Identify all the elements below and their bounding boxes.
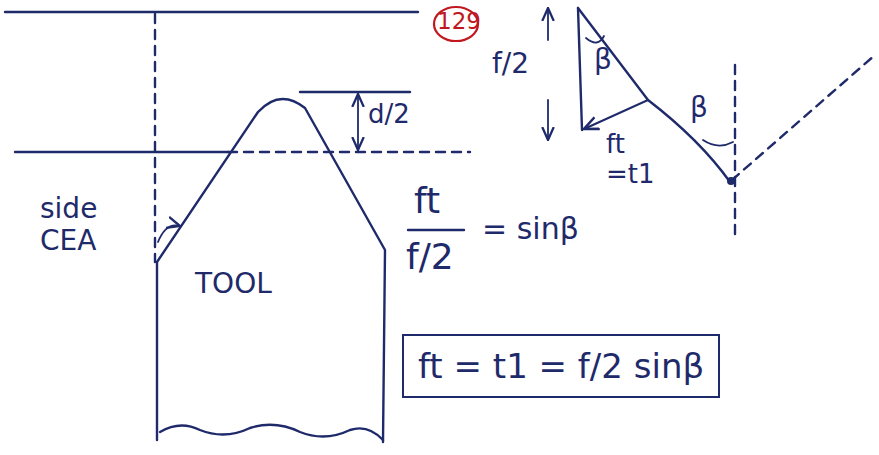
dashed-vertical — [734, 65, 736, 240]
angle-symbol: β — [594, 44, 612, 76]
callout-number: 129 — [437, 8, 481, 34]
tool-break — [160, 425, 383, 440]
angle-label: side CEA — [40, 193, 122, 257]
formula-text: ft = t1 = f/2 sinβ — [418, 346, 704, 386]
dimension-label: d/2 — [368, 100, 410, 130]
point — [727, 177, 735, 185]
dashed-vertical — [154, 14, 156, 262]
part-name: TOOL — [195, 268, 272, 300]
variable-label: ft =t1 — [606, 130, 662, 190]
angle-symbol: β — [690, 92, 708, 124]
top-line — [5, 11, 418, 13]
f2-arrow-up — [547, 8, 549, 40]
fraction-bar — [408, 229, 464, 231]
fraction-denominator: f/2 — [406, 236, 454, 277]
dimension-label: f/2 — [492, 48, 529, 80]
triangle-vertical — [578, 8, 582, 130]
triangle-hypotenuse — [578, 8, 730, 182]
dim-arrow — [357, 94, 359, 150]
angle-arc — [158, 225, 180, 242]
dim-line — [300, 91, 410, 93]
dashed-line — [228, 151, 470, 153]
triangle-side — [584, 100, 648, 129]
beta-arc — [586, 36, 604, 43]
work-line — [15, 151, 228, 153]
beta-arc — [703, 140, 733, 146]
tool-outline — [157, 99, 385, 442]
dashed-flank — [732, 55, 875, 180]
fraction-numerator: ft — [414, 180, 440, 221]
equation-text: = sinβ — [482, 212, 579, 247]
formula-box: ft = t1 = f/2 sinβ — [402, 334, 720, 398]
f2-arrow-down — [547, 100, 549, 140]
